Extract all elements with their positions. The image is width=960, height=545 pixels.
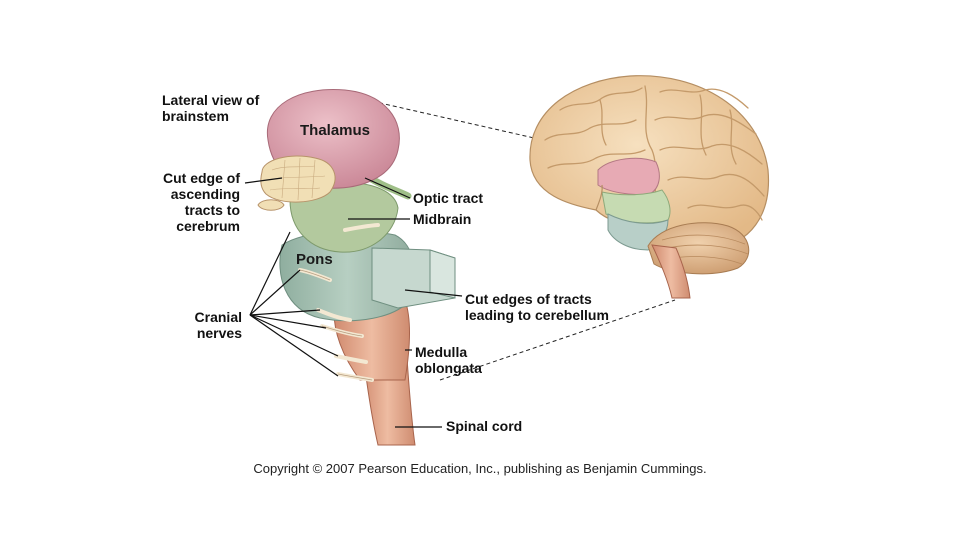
label-cut-edges-cerebellum: Cut edges of tracts leading to cerebellu… bbox=[465, 291, 609, 323]
copyright-notice: Copyright © 2007 Pearson Education, Inc.… bbox=[253, 461, 707, 476]
view-title: Lateral view of brainstem bbox=[162, 92, 260, 124]
leader-lines bbox=[244, 177, 463, 428]
label-optic-tract: Optic tract bbox=[413, 190, 484, 206]
label-midbrain: Midbrain bbox=[413, 211, 472, 227]
label-cut-edge-ascending-tracts: Cut edge of ascending tracts to cerebrum bbox=[163, 170, 240, 234]
label-thalamus: Thalamus bbox=[300, 122, 371, 139]
brainstem-illustration bbox=[257, 88, 456, 446]
connector-lines bbox=[344, 94, 676, 381]
label-spinal-cord: Spinal cord bbox=[446, 418, 523, 434]
whole-brain-illustration bbox=[529, 75, 770, 299]
label-medulla-oblongata: Medulla oblongata bbox=[415, 344, 482, 376]
label-cranial-nerves: Cranial nerves bbox=[194, 309, 242, 341]
label-pons: Pons bbox=[296, 251, 333, 268]
